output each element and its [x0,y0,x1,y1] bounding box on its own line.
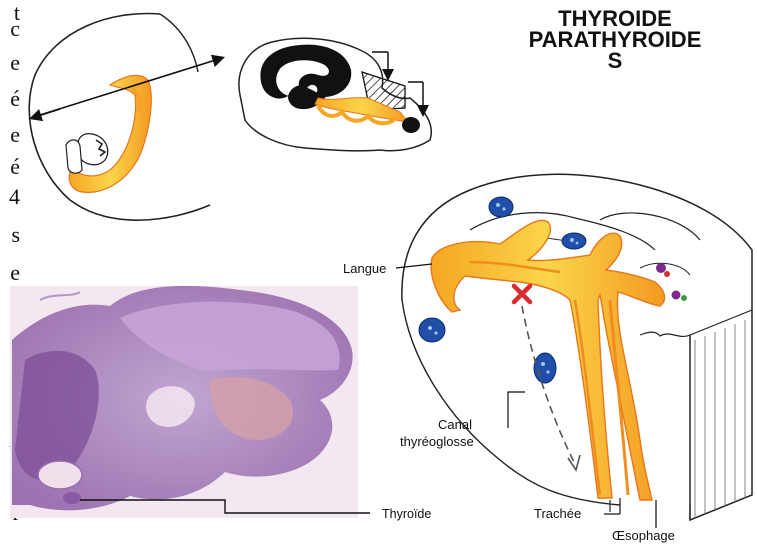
label-trachee: Trachée [534,506,581,521]
histology-image [10,286,370,518]
schematic-top-middle [239,38,431,151]
label-canal-thyreoglosse: thyréoglosse [400,434,474,449]
embryo-sketch-left [29,14,222,221]
canal-path [522,306,574,462]
blue-cavity [562,233,586,249]
label-oesophage: Œsophage [612,528,675,543]
label-thyroide: Thyroïde [382,507,431,521]
parathyroid-bud [672,291,681,300]
block-diagram-right [402,174,752,520]
embryo-outline [29,14,210,221]
blue-cavity [534,353,556,383]
section-arrow [40,58,222,115]
blue-cavity [419,318,445,342]
label-langue: Langue [343,261,386,276]
origin-marker [514,286,530,302]
blue-cavity [489,197,513,217]
parathyroid-bud [656,263,666,273]
gland-bud [402,117,420,133]
label-canal: Canal [438,417,472,432]
thyroid-tissue [63,492,81,504]
